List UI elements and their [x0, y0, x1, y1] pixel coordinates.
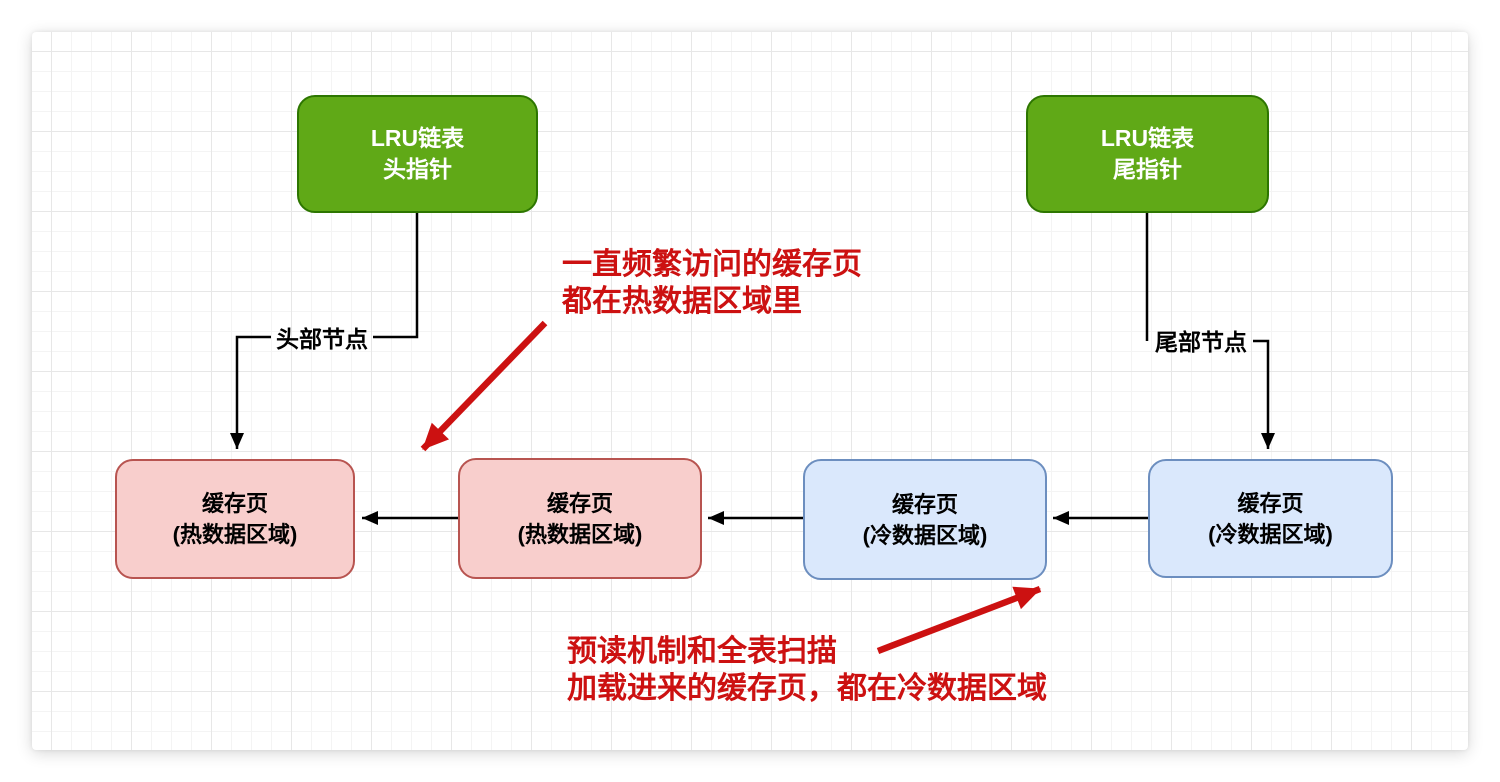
node-cold1-line1: 缓存页	[891, 491, 958, 517]
node-lru-tail-line2: 尾指针	[1113, 156, 1182, 182]
edge-label-head-node: 头部节点	[276, 326, 368, 352]
annotation-cold-line2: 加载进来的缓存页，都在冷数据区域	[567, 672, 1047, 705]
node-cold1-line2: (冷数据区域)	[862, 522, 988, 548]
annotation-arrow-hot	[420, 320, 548, 452]
node-lru-head-pointer: LRU链表 头指针	[297, 95, 538, 213]
node-lru-tail-line1: LRU链表	[1100, 125, 1195, 151]
node-lru-head-line1: LRU链表	[370, 125, 465, 151]
connector-tail-arrow	[1253, 339, 1275, 449]
node-hot1-line2: (热数据区域)	[172, 522, 298, 547]
node-cache-page-cold-2: 缓存页 (冷数据区域)	[1148, 459, 1393, 578]
edge-label-tail-node: 尾部节点	[1155, 329, 1247, 355]
connector-head-segment	[373, 213, 419, 339]
annotation-hot-line2: 都在热数据区域里	[562, 285, 802, 318]
annotation-cold-region: 预读机制和全表扫描 加载进来的缓存页，都在冷数据区域	[567, 633, 1047, 707]
annotation-hot-line1: 一直频繁访问的缓存页	[562, 248, 862, 281]
node-cache-page-cold-1: 缓存页 (冷数据区域)	[803, 459, 1047, 580]
diagram-canvas: LRU链表 头指针 LRU链表 尾指针 缓存页 (热数据区域) 缓存页 (热数据…	[32, 32, 1468, 750]
node-lru-tail-pointer: LRU链表 尾指针	[1026, 95, 1269, 213]
node-cold2-line2: (冷数据区域)	[1208, 521, 1333, 547]
node-cache-page-hot-1: 缓存页 (热数据区域)	[115, 459, 355, 579]
annotation-cold-line1: 预读机制和全表扫描	[567, 635, 837, 668]
annotation-hot-region: 一直频繁访问的缓存页 都在热数据区域里	[562, 246, 862, 320]
node-hot1-line1: 缓存页	[201, 491, 268, 516]
node-cold2-line1: 缓存页	[1237, 490, 1304, 516]
node-lru-head-line2: 头指针	[383, 156, 452, 182]
node-hot2-line2: (热数据区域)	[517, 521, 643, 547]
node-hot2-line1: 缓存页	[546, 490, 613, 516]
connector-head-arrow	[230, 335, 271, 449]
node-cache-page-hot-2: 缓存页 (热数据区域)	[458, 458, 702, 579]
